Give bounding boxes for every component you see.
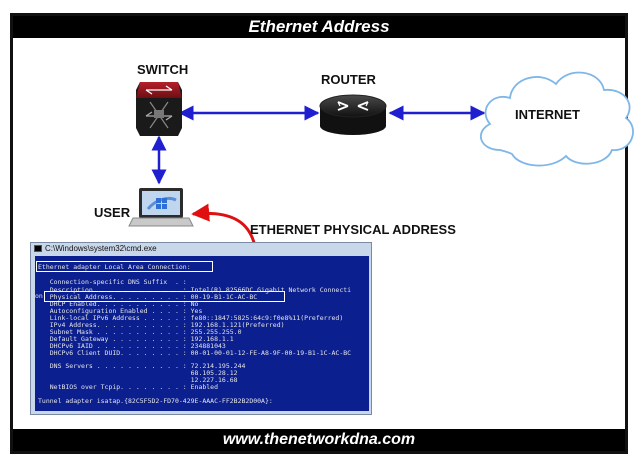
user-label: USER (94, 205, 131, 220)
cmd-title: C:\Windows\system32\cmd.exe (45, 244, 157, 253)
cmd-line: DHCPv6 IAID . . . . . . . . . . . : 2348… (38, 342, 226, 350)
cmd-line: Link-local IPv6 Address . . . . . : fe80… (38, 314, 344, 322)
cmd-line: 68.105.28.12 (38, 369, 238, 377)
cmd-line: Description . . . . . . . . . . . : Inte… (38, 286, 352, 294)
ethernet-physical-address-label: ETHERNET PHYSICAL ADDRESS (250, 222, 456, 237)
cmd-icon (34, 245, 42, 252)
cmd-line: NetBIOS over Tcpip. . . . . . . . : Enab… (38, 383, 219, 391)
cmd-line: Tunnel adapter isatap.{82C5F5D2-FD70-429… (38, 397, 273, 405)
cmd-line: IPv4 Address. . . . . . . . . . . : 192.… (38, 321, 285, 329)
cmd-line: 12.227.16.68 (38, 376, 238, 384)
internet-label: INTERNET (515, 107, 580, 122)
router-icon (319, 94, 387, 135)
cmd-console: Ethernet adapter Local Area Connection: … (35, 256, 369, 411)
switch-label: SWITCH (137, 62, 189, 77)
adapter-highlight-box (36, 261, 213, 272)
footer-bar: www.thenetworkdna.com (13, 429, 625, 451)
router-label: ROUTER (321, 72, 376, 87)
cmd-line: Default Gateway . . . . . . . . . : 192.… (38, 335, 234, 343)
cmd-line: Connection-specific DNS Suffix . : (38, 278, 187, 286)
cmd-line: Physical Address. . . . . . . . . : 00-1… (38, 293, 258, 301)
cmd-line: DHCP Enabled. . . . . . . . . . . : No (38, 300, 199, 308)
title-bar: Ethernet Address (13, 16, 625, 38)
cmd-line: Subnet Mask . . . . . . . . . . . : 255.… (38, 328, 242, 336)
cmd-line: Ethernet adapter Local Area Connection: (38, 263, 191, 271)
cmd-title-bar: C:\Windows\system32\cmd.exe (31, 243, 371, 255)
physical-address-highlight-box (44, 291, 285, 302)
cmd-window: C:\Windows\system32\cmd.exe Ethernet ada… (30, 242, 372, 415)
switch-icon (136, 82, 182, 136)
laptop-icon (128, 188, 194, 227)
cmd-line: DNS Servers . . . . . . . . . . . : 72.2… (38, 362, 246, 370)
cmd-line: on (35, 292, 43, 300)
cloud-icon (479, 71, 634, 167)
cmd-line: DHCPv6 Client DUID. . . . . . . . : 00-0… (38, 349, 352, 357)
cmd-line: Autoconfiguration Enabled . . . . : Yes (38, 307, 203, 315)
